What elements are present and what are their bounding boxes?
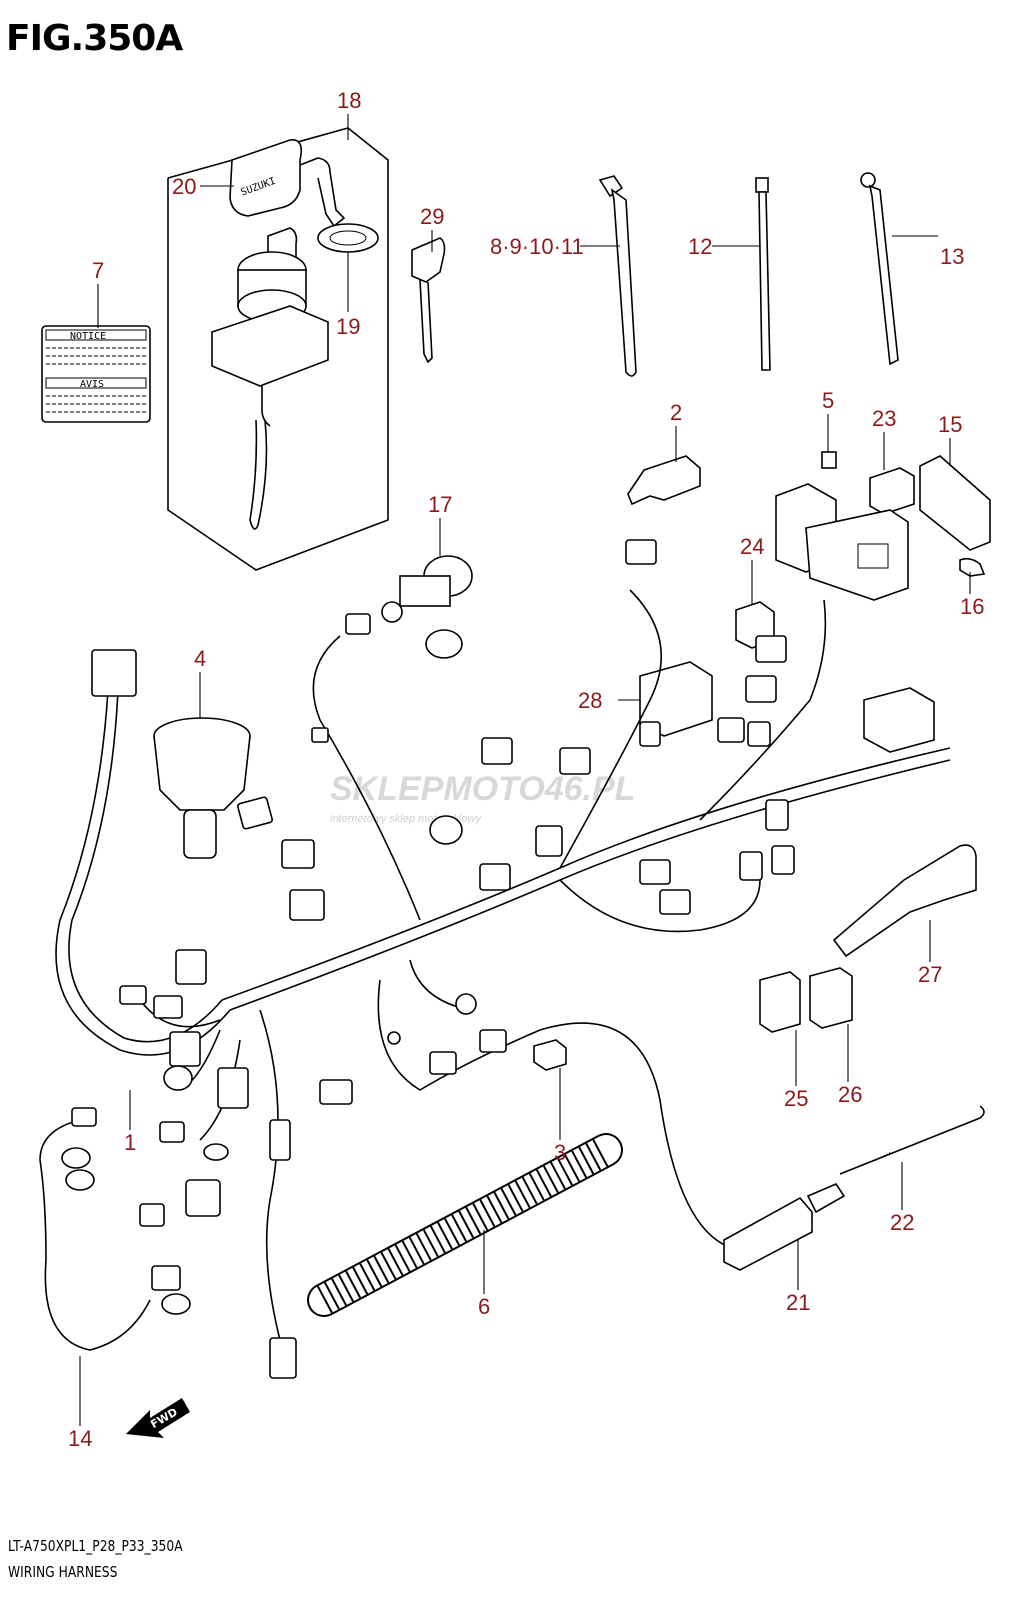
leader-lines — [79, 114, 971, 1426]
callout-7: 7 — [92, 258, 104, 283]
main-connector — [91, 649, 137, 697]
callout-5: 5 — [822, 388, 834, 413]
fuse-box — [775, 483, 909, 601]
callout-14: 14 — [68, 1426, 92, 1451]
rubber-boot — [153, 717, 251, 859]
callout-27: 27 — [918, 962, 942, 987]
callout-2: 2 — [670, 400, 682, 425]
callout-13: 13 — [940, 244, 964, 269]
relay — [869, 467, 915, 515]
connector-25 — [759, 971, 801, 1033]
ignition-switch-group: SUZUKI — [167, 127, 389, 571]
cable-ties — [598, 172, 899, 377]
callouts: 18 20 7 29 19 8·9·10·11 12 13 2 5 23 15 … — [68, 88, 984, 1451]
connector-26 — [809, 967, 853, 1029]
key-fob — [229, 139, 303, 217]
speed-sensor — [723, 1183, 846, 1271]
figure-name: WIRING HARNESS — [8, 1563, 118, 1581]
notice-label: NOTICE AVIS — [41, 325, 151, 423]
callout-25: 25 — [784, 1086, 808, 1111]
terminal-cap — [627, 455, 701, 506]
callout-3: 3 — [554, 1140, 566, 1165]
callout-17: 17 — [428, 492, 452, 517]
callout-6: 6 — [478, 1294, 490, 1319]
fuse — [821, 451, 837, 469]
callout-26: 26 — [838, 1082, 862, 1107]
avis-label-text: AVIS — [80, 379, 104, 390]
harness-connectors — [119, 539, 935, 1379]
callout-23: 23 — [872, 406, 896, 431]
relay-bracket — [919, 455, 991, 551]
callout-1: 1 — [124, 1130, 136, 1155]
callout-22: 22 — [890, 1210, 914, 1235]
fwd-arrow: FWD — [126, 1398, 190, 1438]
locknut-ring — [317, 223, 379, 253]
watermark-brand: SKLEPMOTO46.PL — [330, 770, 635, 808]
corrugated-tube — [307, 1133, 623, 1317]
callout-18: 18 — [337, 88, 361, 113]
sub-harness-14 — [39, 1107, 191, 1351]
accessory-socket — [381, 555, 473, 659]
clip-wire — [839, 1105, 985, 1175]
spare-key — [411, 237, 446, 364]
callout-20: 20 — [172, 174, 196, 199]
callout-21: 21 — [786, 1290, 810, 1315]
callout-24: 24 — [740, 534, 764, 559]
callout-16: 16 — [960, 594, 984, 619]
bracket-27 — [832, 844, 977, 958]
callout-15: 15 — [938, 412, 962, 437]
notice-label-text: NOTICE — [70, 331, 106, 342]
callout-4: 4 — [194, 646, 206, 671]
figure-title: FIG.350A — [6, 18, 183, 59]
clamp — [959, 557, 986, 577]
callout-8-9-10-11: 8·9·10·11 — [490, 234, 584, 259]
callout-29: 29 — [420, 204, 444, 229]
callout-12: 12 — [688, 234, 712, 259]
cap-3 — [533, 1039, 567, 1071]
callout-28: 28 — [578, 688, 602, 713]
figure-code: LT-A750XPL1_P28_P33_350A — [8, 1537, 183, 1555]
watermark: SKLEPMOTO46.PL internetowy sklep motocyk… — [330, 770, 635, 825]
callout-19: 19 — [336, 314, 360, 339]
